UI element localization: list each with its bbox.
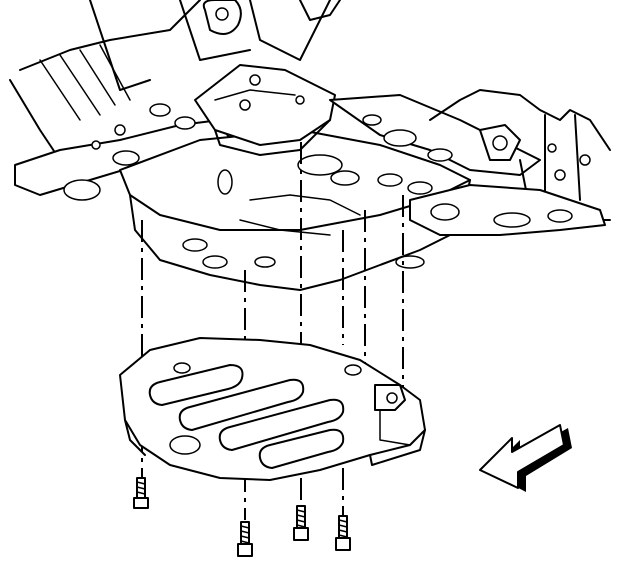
front-of-vehicle-arrow-icon — [479, 424, 572, 492]
vehicle-underbody-frame — [9, 0, 611, 291]
bolt-fastener — [335, 515, 351, 551]
bolt-fastener — [237, 521, 253, 557]
bolt-fastener — [133, 477, 149, 509]
bolt-fastener — [293, 505, 309, 541]
underbody-shield-panel — [119, 337, 426, 481]
